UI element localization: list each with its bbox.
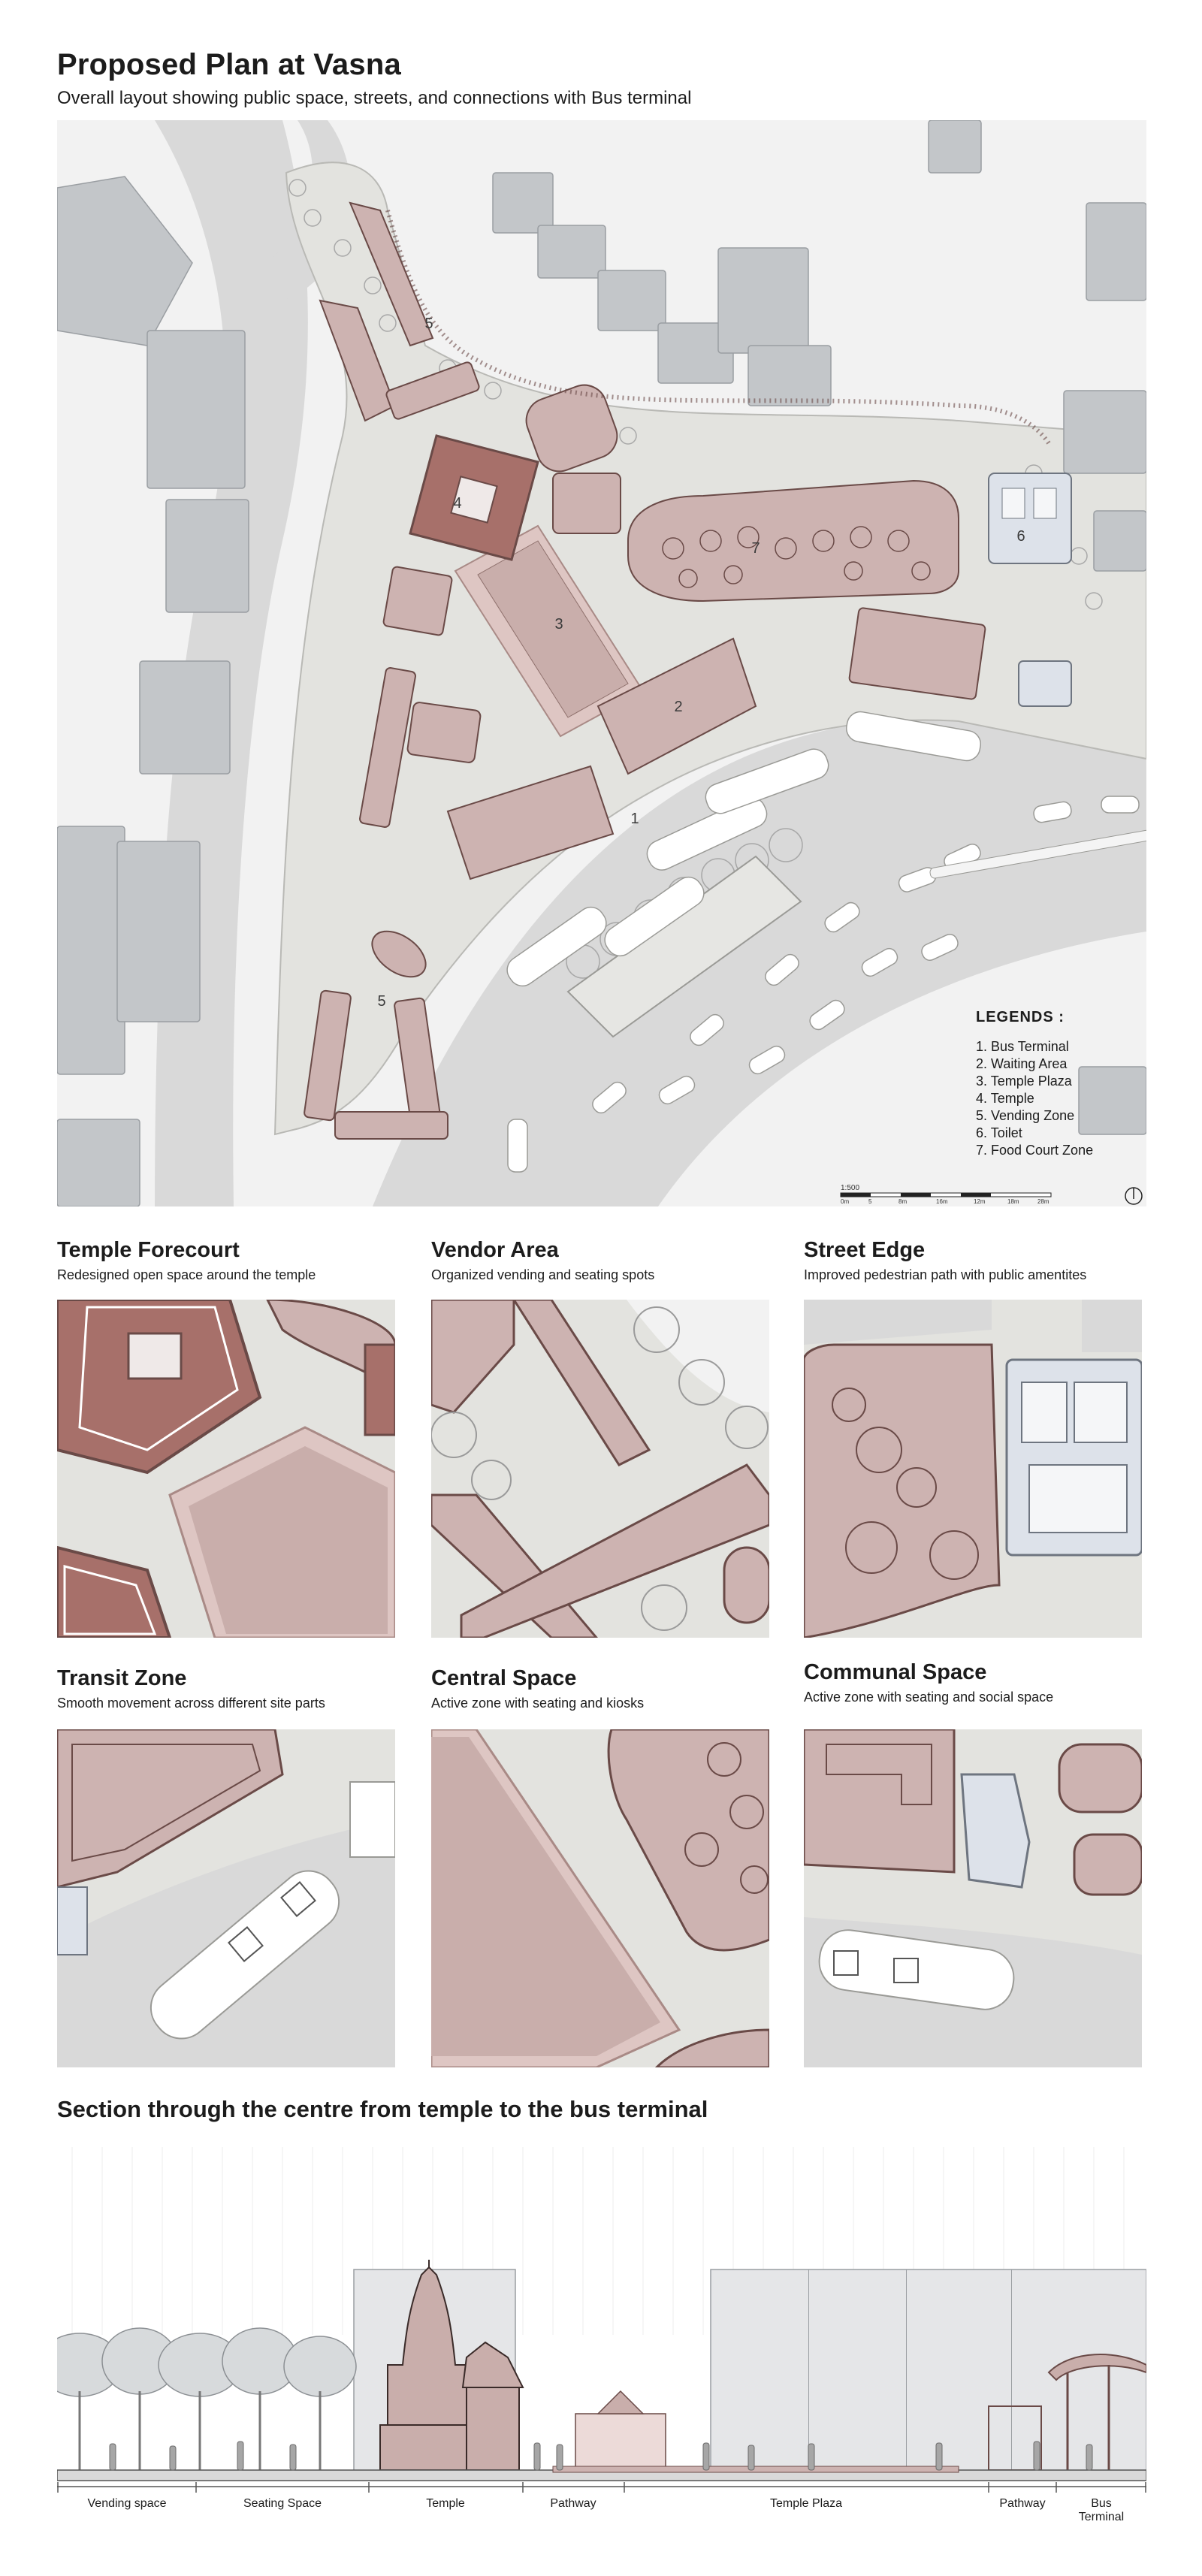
- scale-label: 1:500: [841, 1184, 859, 1192]
- zone-central-space-image: [431, 1729, 769, 2067]
- page-subtitle: Overall layout showing public space, str…: [57, 88, 692, 108]
- legend-item: 6. Toilet: [976, 1125, 1022, 1140]
- legend-item: 2. Waiting Area: [976, 1056, 1068, 1071]
- zone-street-edge-header: Street Edge Improved pedestrian path wit…: [804, 1238, 1086, 1283]
- legend-item: 4. Temple: [976, 1091, 1034, 1106]
- section-drawing: Vending space Seating Space Temple Pathw…: [57, 2147, 1146, 2523]
- section-label: Seating Space: [243, 2497, 322, 2510]
- site-plan: 1 2 3 4 5 5 6 7 1:500 0m 5 8m 16m 12m 18…: [57, 120, 1146, 1206]
- zone-number: 2: [674, 699, 682, 715]
- zone-subtitle: Active zone with seating and kiosks: [431, 1696, 645, 1711]
- page-title: Proposed Plan at Vasna: [57, 48, 401, 81]
- section-label: Bus Terminal: [1078, 2497, 1125, 2523]
- section-title: Section through the centre from temple t…: [57, 2096, 708, 2122]
- scale-tick: 8m: [898, 1198, 907, 1205]
- zone-title: Street Edge: [804, 1238, 926, 1262]
- legend-item: 7. Food Court Zone: [976, 1143, 1094, 1158]
- scale-tick: 16m: [936, 1198, 948, 1205]
- zone-transit-image: [57, 1729, 395, 2067]
- zone-title: Temple Forecourt: [57, 1238, 240, 1262]
- header: Proposed Plan at Vasna Overall layout sh…: [57, 48, 691, 109]
- legend-item: 3. Temple Plaza: [976, 1074, 1072, 1089]
- zone-title: Central Space: [431, 1666, 577, 1690]
- zone-communal-space-image: [804, 1729, 1142, 2067]
- zone-number: 3: [554, 616, 563, 633]
- zone-street-edge-image: [804, 1300, 1142, 1638]
- zone-title: Transit Zone: [57, 1666, 187, 1690]
- legend: LEGENDS : 1. Bus Terminal 2. Waiting Are…: [976, 1009, 1146, 1159]
- legend-title: LEGENDS :: [976, 1009, 1065, 1025]
- zone-subtitle: Smooth movement across different site pa…: [57, 1696, 325, 1711]
- zone-numbers: 1 2 3 4 5 5 6 7: [377, 316, 1025, 1010]
- zone-subtitle: Active zone with seating and social spac…: [804, 1690, 1054, 1705]
- section-label: Pathway: [999, 2497, 1046, 2510]
- scale-tick: 18m: [1007, 1198, 1019, 1205]
- zone-subtitle: Organized vending and seating spots: [431, 1267, 655, 1282]
- zone-communal-space-header: Communal Space Active zone with seating …: [804, 1660, 1053, 1705]
- zone-transit-header: Transit Zone Smooth movement across diff…: [57, 1666, 325, 1711]
- zone-number: 7: [751, 540, 760, 557]
- zone-number: 6: [1016, 528, 1025, 545]
- zone-number: 5: [377, 993, 385, 1010]
- zone-title: Vendor Area: [431, 1238, 559, 1262]
- section-label: Temple: [426, 2497, 465, 2510]
- zone-subtitle: Improved pedestrian path with public ame…: [804, 1267, 1087, 1282]
- zone-title: Communal Space: [804, 1660, 987, 1684]
- zone-central-space-header: Central Space Active zone with seating a…: [431, 1666, 644, 1711]
- scale-tick: 5: [868, 1198, 872, 1205]
- zone-vendor-area-header: Vendor Area Organized vending and seatin…: [431, 1238, 654, 1283]
- section-label: Vending space: [87, 2497, 167, 2510]
- zone-temple-forecourt-header: Temple Forecourt Redesigned open space a…: [57, 1238, 316, 1283]
- scale-tick: 12m: [974, 1198, 986, 1205]
- legend-item: 1. Bus Terminal: [976, 1039, 1069, 1054]
- site-plan-drawing: 1 2 3 4 5 5 6 7 1:500 0m 5 8m 16m 12m 18…: [57, 120, 1146, 1206]
- section-label: Pathway: [550, 2497, 596, 2510]
- zone-number: 5: [424, 316, 433, 332]
- zone-vendor-area-image: [431, 1300, 769, 1638]
- section-label: Temple Plaza: [769, 2497, 843, 2510]
- north-arrow-icon: [1125, 1187, 1143, 1205]
- scale-tick: 28m: [1037, 1198, 1049, 1205]
- zone-number: 4: [453, 495, 461, 512]
- zone-temple-forecourt-image: [57, 1300, 395, 1638]
- zone-number: 1: [630, 811, 639, 827]
- scale-tick: 0m: [841, 1198, 849, 1205]
- zone-subtitle: Redesigned open space around the temple: [57, 1267, 316, 1282]
- legend-item: 5. Vending Zone: [976, 1108, 1075, 1123]
- scale-bar: 1:500 0m 5 8m 16m 12m 18m 28m: [840, 1184, 1052, 1205]
